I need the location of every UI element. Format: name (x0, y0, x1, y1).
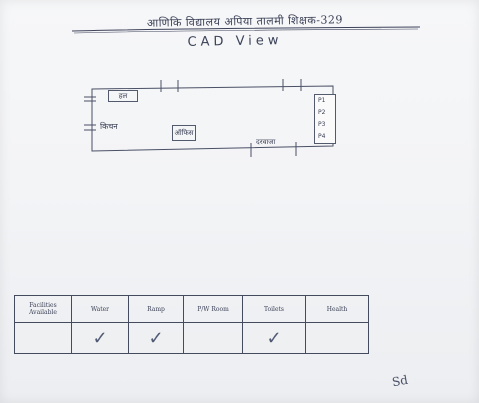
checklist-cell: ✓ (71, 322, 129, 354)
checklist-header-cell: Toilets (242, 295, 306, 323)
facilities-checklist-table: Facilities Available Water Ramp P/W Room… (14, 295, 369, 354)
signature: Sd (390, 372, 410, 390)
checklist-header-cell: Facilities Available (14, 295, 72, 323)
plan-room-one-label: हल (118, 91, 128, 100)
checklist-cell: ✓ (128, 322, 184, 354)
stair-item: P1 (318, 97, 326, 104)
check-mark: ✓ (266, 327, 282, 349)
plan-stair-block: P1 P2 P3 P4 (314, 94, 336, 144)
stair-item: P4 (318, 133, 326, 140)
checklist-header-cell: Ramp (128, 295, 184, 323)
checklist-header-cell: Health (305, 295, 369, 323)
check-mark: ✓ (92, 327, 108, 349)
plan-room-two-label: किचन (100, 122, 118, 131)
stair-item: P2 (318, 109, 326, 116)
checklist-header-cell: Water (71, 295, 129, 323)
plan-room-three-label: ऑफिस (174, 128, 194, 137)
checklist-cell (183, 322, 243, 354)
plan-doorway-label: दरवाजा (256, 138, 276, 146)
plan-room-one: हल (108, 90, 138, 102)
plan-room-three: ऑफिस (172, 125, 196, 141)
checklist-header-cell: P/W Room (183, 295, 243, 323)
checklist-cell (14, 322, 72, 354)
checklist-cell (305, 322, 369, 354)
stair-item: P3 (318, 121, 326, 128)
checklist-cell: ✓ (242, 322, 306, 354)
check-mark: ✓ (148, 327, 164, 349)
